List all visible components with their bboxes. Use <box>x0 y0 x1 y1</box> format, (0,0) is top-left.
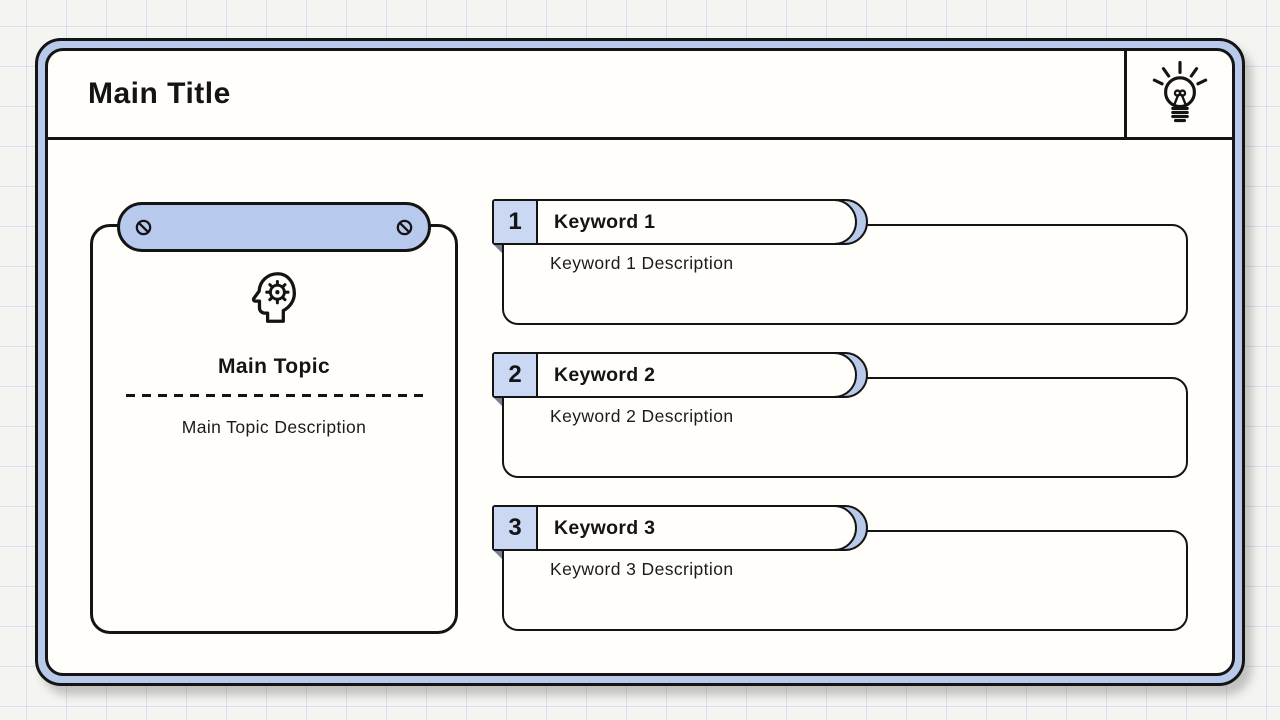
main-topic-description: Main Topic Description <box>181 417 367 437</box>
keyword-description: Keyword 1 Description <box>550 253 734 273</box>
header: Main Title <box>48 51 1232 140</box>
keyword-ribbon: 1 Keyword 1 <box>492 199 857 245</box>
page-title: Main Title <box>88 77 231 110</box>
ribbon-fold <box>492 243 503 254</box>
screw-icon <box>134 218 153 237</box>
keyword-label: Keyword 2 <box>554 363 656 386</box>
keyword-ribbon: 3 Keyword 3 <box>492 505 857 551</box>
ribbon-fold <box>492 396 503 407</box>
header-title-area: Main Title <box>48 51 1124 137</box>
slide-card: Main Title <box>45 48 1235 676</box>
header-icon-cell <box>1124 51 1232 137</box>
main-topic-title: Main Topic <box>217 355 331 378</box>
keyword-number-badge: 2 <box>494 354 538 396</box>
lightbulb-icon <box>1151 58 1209 130</box>
keyword-description: Keyword 3 Description <box>550 559 734 579</box>
content-area: Main Topic Main Topic Description Keywor… <box>48 140 1232 673</box>
keyword-item: Keyword 2 Description 2 Keyword 2 <box>492 352 1190 478</box>
keyword-label: Keyword 1 <box>554 210 656 233</box>
keyword-ribbon: 2 Keyword 2 <box>492 352 857 398</box>
keyword-item: Keyword 1 Description 1 Keyword 1 <box>492 199 1190 325</box>
slide-frame: Main Title <box>35 38 1245 686</box>
keyword-label: Keyword 3 <box>554 516 656 539</box>
ribbon-fold <box>492 549 503 560</box>
main-topic-card: Main Topic Main Topic Description <box>90 202 458 634</box>
topic-card-header-pill <box>117 202 431 252</box>
keyword-description: Keyword 2 Description <box>550 406 734 426</box>
keyword-item: Keyword 3 Description 3 Keyword 3 <box>492 505 1190 631</box>
keyword-number-badge: 3 <box>494 507 538 549</box>
head-gear-icon <box>243 267 305 329</box>
screw-icon <box>395 218 414 237</box>
keyword-number-badge: 1 <box>494 201 538 243</box>
dashed-divider <box>125 394 423 397</box>
